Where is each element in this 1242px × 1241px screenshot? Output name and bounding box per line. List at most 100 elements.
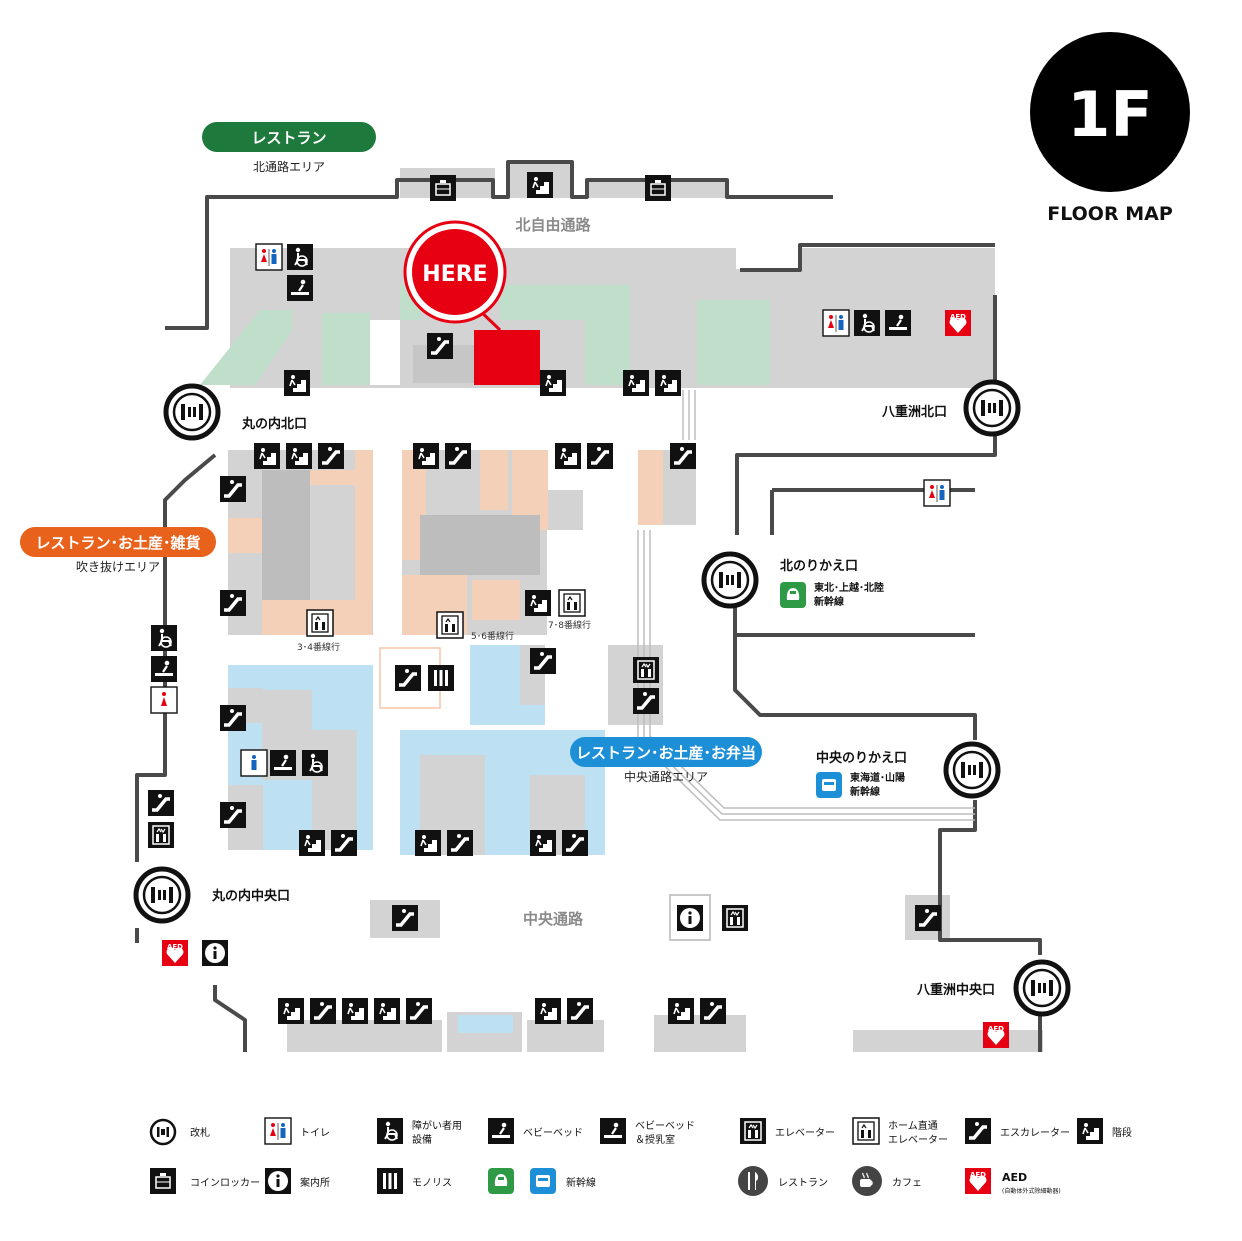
north-restaurant-label: レストラン 北通路エリア <box>202 122 376 174</box>
legend: 改札 トイレ 障がい者用 設備 ベビーベッド ベビーベッド ＆授乳室 エレベータ… <box>149 1116 1132 1197</box>
passage-lines <box>637 390 975 821</box>
legend-label: 階段 <box>1112 1126 1132 1139</box>
stairs-icon <box>412 442 440 470</box>
aed-text: AED <box>970 1171 986 1179</box>
legend-item-stairs: 階段 <box>1076 1117 1132 1145</box>
legend-item-baby-bed: ベビーベッド <box>486 1116 583 1146</box>
marunouchi-central-gate-icon <box>136 869 188 921</box>
kita-norikae-gate-icon <box>704 554 756 606</box>
legend-item-gate: 改札 <box>149 1118 210 1146</box>
gates: 丸の内北口 八重洲北口 北のりかえ口 中央のりかえ口 丸の内中央口 八重洲中央口 <box>136 382 1068 1014</box>
legend-label: 案内所 <box>300 1176 330 1189</box>
escalator-icon <box>393 663 423 693</box>
legend-item-aed: AED AED (自動体外式除細動器) <box>965 1168 1061 1195</box>
cafe-icon <box>851 1165 883 1197</box>
elevator-icon <box>632 656 660 684</box>
legend-item-escalator: エスカレーター <box>963 1116 1070 1146</box>
escalator-icon <box>308 996 338 1026</box>
aed-text: AED <box>167 943 183 951</box>
yaesu-north-gate-icon <box>966 382 1018 434</box>
escalator-icon <box>146 788 176 818</box>
wheelchair-icon <box>853 309 881 337</box>
here-label: HERE <box>422 262 487 287</box>
north-pill-text: レストラン <box>251 129 326 147</box>
stairs-icon <box>539 369 567 397</box>
marunouchi-central-label: 丸の内中央口 <box>211 888 290 904</box>
escalator-icon <box>316 441 346 471</box>
stairs-icon <box>654 369 682 397</box>
legend-item-monolith: モノリス <box>377 1168 452 1194</box>
toilet-icon <box>822 309 850 337</box>
stairs-icon <box>529 829 557 857</box>
shinkansen-icon <box>530 1168 556 1194</box>
center-shops-label: レストラン･お土産･お弁当 中央通路エリア <box>570 737 762 784</box>
baby-bed-icon <box>883 308 913 338</box>
floor-number: 1F <box>1067 78 1153 151</box>
shinkansen-icon <box>488 1168 514 1194</box>
legend-label: コインロッカー <box>190 1177 260 1189</box>
escalator-icon <box>560 828 590 858</box>
marunouchi-north-label: 丸の内北口 <box>241 416 307 432</box>
legend-item-coin-locker: コインロッカー <box>149 1167 260 1195</box>
stairs-icon <box>277 997 305 1025</box>
baby-bed-icon <box>149 654 179 684</box>
legend-label: レストラン <box>778 1177 828 1189</box>
info-icon <box>202 940 228 966</box>
escalator-icon <box>698 996 728 1026</box>
info-icon <box>677 905 703 931</box>
floor-badge: 1F FLOOR MAP <box>1030 32 1190 225</box>
stairs-icon <box>283 369 311 397</box>
stairs-icon <box>534 997 562 1025</box>
current-location-marker: HERE <box>403 220 540 385</box>
legend-label-line2: エレベーター <box>888 1134 948 1146</box>
escalator-icon <box>329 828 359 858</box>
stairs-icon <box>253 442 281 470</box>
escalator-icon <box>390 903 420 933</box>
kita-norikae-label: 北のりかえ口 <box>780 559 858 574</box>
stairs-icon <box>414 829 442 857</box>
legend-label: モノリス <box>412 1178 452 1189</box>
escalator-icon <box>565 996 595 1026</box>
tokaido-shinkansen-icon <box>816 772 842 798</box>
legend-label: ホーム直通 <box>888 1119 938 1132</box>
aed-text-overlays: AED AED AED <box>167 313 1004 1033</box>
tohoku-shinkansen-icon <box>780 582 806 608</box>
stairs-icon <box>524 589 552 617</box>
legend-label: エレベーター <box>775 1127 835 1139</box>
platform-elevator-icon <box>306 609 334 637</box>
escalator-icon <box>425 331 455 361</box>
escalator-icon <box>585 441 615 471</box>
info-icon <box>265 1168 291 1194</box>
legend-label-line2: (自動体外式除細動器) <box>1002 1187 1061 1195</box>
stairs-icon <box>554 442 582 470</box>
coin-locker-icon <box>429 174 457 202</box>
shinkansen-north: 東北･上越･北陸 新幹線 <box>780 581 884 608</box>
platform-elevator-icon <box>436 611 464 639</box>
baby-bed-icon <box>268 748 298 778</box>
stairs-icon <box>341 997 369 1025</box>
stairs-icon <box>285 442 313 470</box>
marunouchi-north-gate-icon <box>166 386 218 438</box>
legend-label: ベビーベッド <box>635 1120 695 1132</box>
center-area-text: 中央通路エリア <box>624 769 708 784</box>
shinkansen-central-line1: 東海道･山陽 <box>850 771 905 784</box>
chuo-norikae-label: 中央のりかえ口 <box>816 750 907 766</box>
escalator-icon <box>445 828 475 858</box>
shinkansen-central: 東海道･山陽 新幹線 <box>816 771 905 798</box>
center-pill-text: レストラン･お土産･お弁当 <box>576 744 756 762</box>
elevator-icon <box>739 1117 767 1145</box>
north-area-text: 北通路エリア <box>253 159 325 174</box>
platform-56-label: 5･6番線行 <box>471 630 514 642</box>
stairs-icon <box>622 369 650 397</box>
coin-locker-icon <box>644 174 672 202</box>
legend-item-nursing-room: ベビーベッド ＆授乳室 <box>598 1116 695 1146</box>
floor-map-label: FLOOR MAP <box>1047 203 1173 225</box>
escalator-icon <box>218 474 248 504</box>
aed-text: AED <box>950 313 966 321</box>
legend-item-toilet: トイレ <box>264 1117 330 1145</box>
escalator-icon <box>668 441 698 471</box>
west-area-text: 吹き抜けエリア <box>76 560 160 574</box>
legend-item-accessible: 障がい者用 設備 <box>376 1117 462 1146</box>
platform-elevator-icon <box>852 1117 880 1145</box>
